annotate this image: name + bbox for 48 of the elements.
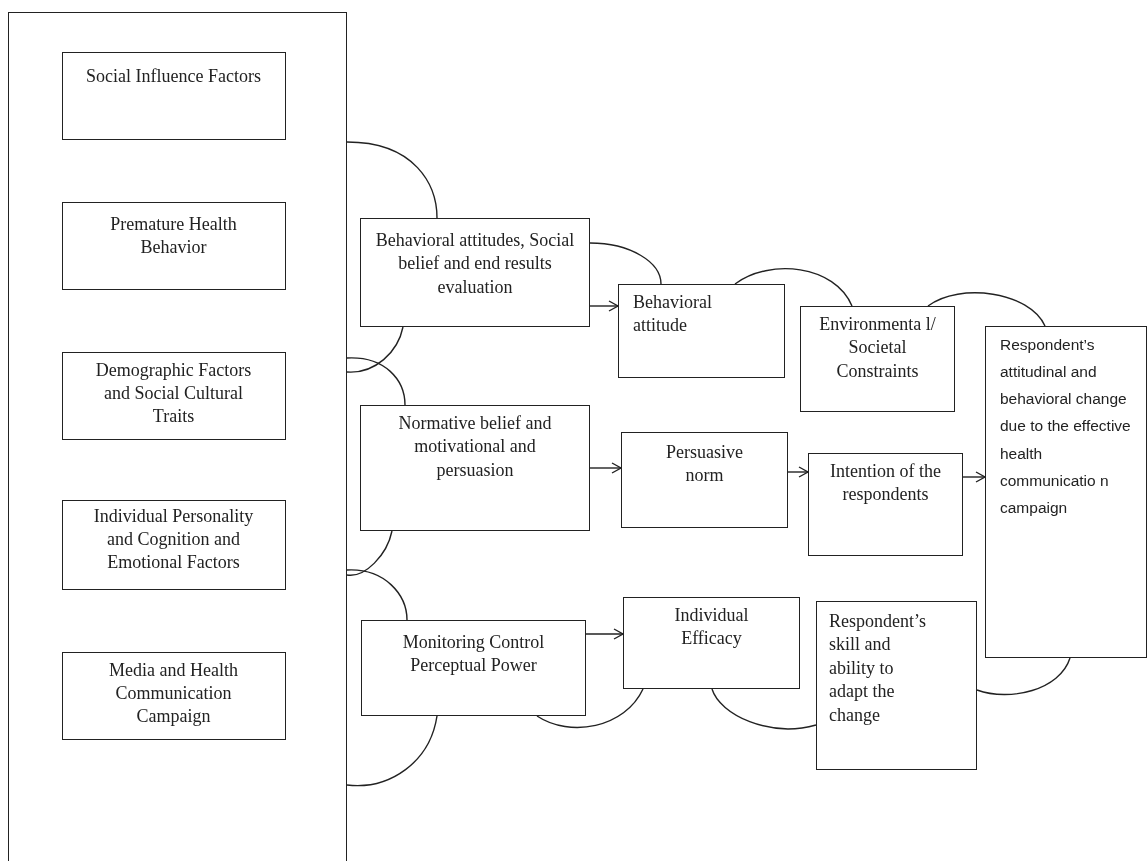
box-label: Demographic Factors and Social Cultural Traits (94, 358, 253, 429)
process-box (623, 597, 800, 689)
process-box (816, 601, 977, 770)
box-label: Environmenta l/ Societal Constraints (818, 313, 937, 383)
arrow (589, 300, 619, 312)
process-box (808, 453, 963, 556)
box-label: Individual Efficacy (673, 604, 750, 651)
box-label: Individual Personality and Cognition and Emotional Factors (92, 504, 255, 575)
box-label: Persuasive norm (665, 441, 744, 488)
process-box (61, 499, 286, 590)
box-label: Monitoring Control Perceptual Power (401, 631, 546, 678)
process-box (360, 405, 590, 531)
arrow (585, 628, 624, 640)
box-label: Social Influence Factors (86, 64, 261, 88)
box-label: Respondent’s skill and ability to adapt the change (829, 610, 927, 727)
process-box (61, 651, 286, 740)
box-label: Media and Health Communication Campaign (108, 658, 239, 729)
process-box (61, 51, 286, 140)
curved-connector (346, 530, 393, 576)
box-label: Premature Health Behavior (109, 212, 238, 259)
box-label: Behavioral attitude (633, 291, 713, 338)
curved-connector (734, 268, 853, 307)
curved-connector (346, 141, 438, 219)
process-box (61, 201, 286, 290)
process-box (618, 284, 785, 378)
box-label: Behavioral attitudes, Social belief and end results evaluation (374, 229, 576, 299)
arrow (589, 462, 622, 474)
process-box (361, 620, 586, 716)
box-label: Intention of the respondents (829, 460, 942, 507)
curved-connector (346, 357, 406, 406)
arrow (962, 471, 986, 483)
curved-connector (536, 688, 644, 729)
curved-connector (976, 657, 1071, 696)
curved-connector (346, 326, 404, 373)
curved-connector (346, 715, 438, 787)
box-label: Normative belief and motivational and persuasion (397, 412, 553, 482)
process-box (61, 351, 286, 440)
process-box (985, 326, 1147, 658)
box-label: Respondent’s attitudinal and behavioral change due to the effective health communicatio n campaign (1000, 335, 1132, 518)
process-box (360, 218, 590, 327)
arrow (787, 466, 809, 478)
process-box (621, 432, 788, 528)
curved-connector (711, 688, 817, 730)
curved-connector (927, 292, 1046, 327)
curved-connector (346, 569, 408, 621)
group-panel (8, 12, 347, 861)
curved-connector (589, 242, 662, 285)
process-box (800, 306, 955, 412)
